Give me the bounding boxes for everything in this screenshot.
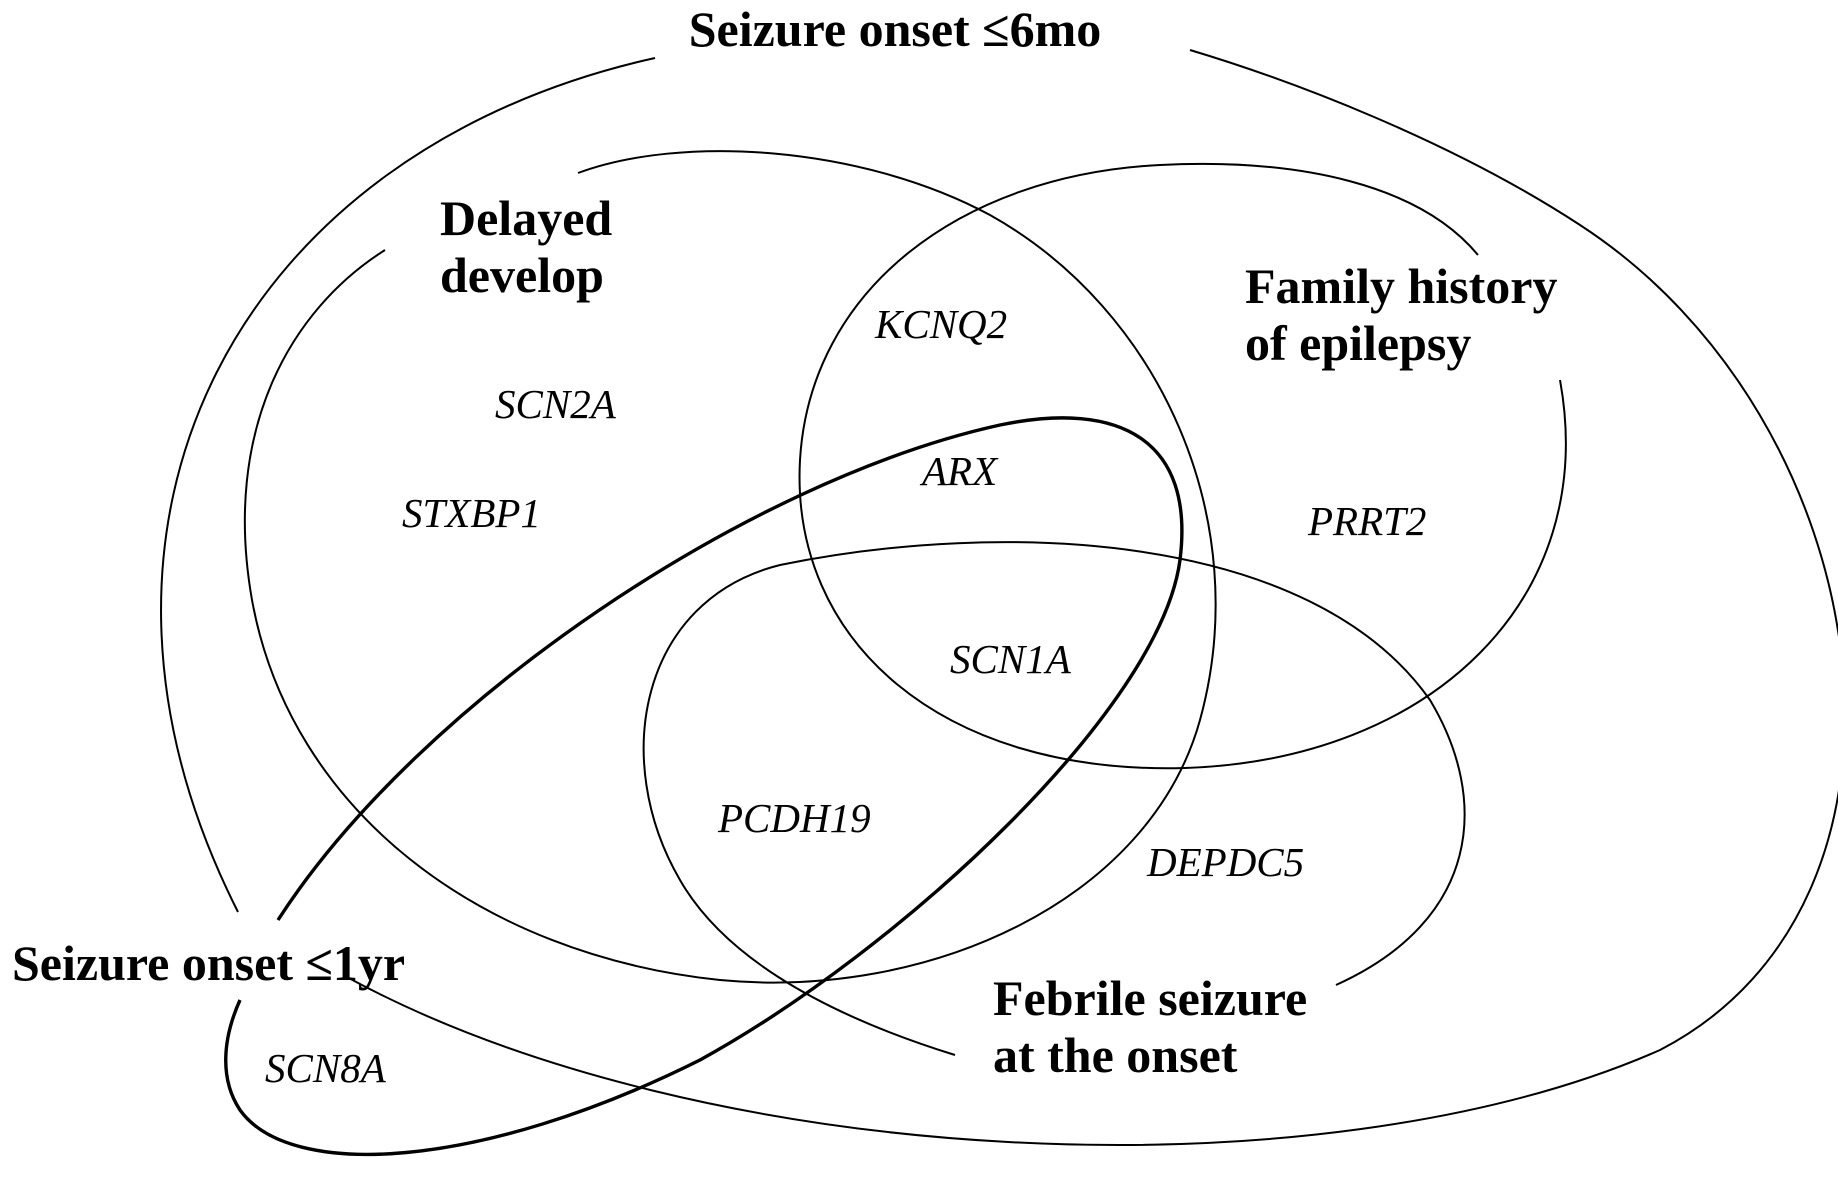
- gene-scn8a: SCN8A: [265, 1045, 387, 1091]
- label-febrile-line2: at the onset: [993, 1027, 1238, 1083]
- gene-scn2a: SCN2A: [495, 381, 617, 427]
- gene-pcdh19: PCDH19: [717, 795, 871, 841]
- gene-kcnq2: KCNQ2: [874, 301, 1007, 347]
- label-onset-1yr: Seizure onset ≤1yr: [12, 935, 405, 991]
- label-family-history-line1: Family history: [1245, 258, 1557, 314]
- label-onset-6mo: Seizure onset ≤6mo: [689, 1, 1102, 57]
- label-delayed-develop-line1: Delayed: [440, 190, 612, 246]
- label-febrile-line1: Febrile seizure: [993, 970, 1307, 1026]
- set-outline-delayed-develop: [243, 150, 1217, 984]
- gene-depdc5: DEPDC5: [1146, 839, 1304, 885]
- label-delayed-develop-line2: develop: [440, 247, 604, 303]
- set-outline-febrile: [642, 541, 1466, 1056]
- gene-stxbp1: STXBP1: [402, 490, 541, 536]
- set-outline-onset-1yr: [224, 416, 1184, 1156]
- set-outline-family-history: [798, 162, 1567, 770]
- set-outline-onset-6mo: [160, 57, 656, 913]
- gene-scn1a: SCN1A: [950, 636, 1072, 682]
- label-family-history-line2: of epilepsy: [1245, 315, 1471, 371]
- set-outline-onset-6mo-lower: [344, 49, 1838, 1146]
- gene-arx: ARX: [919, 448, 999, 494]
- gene-prrt2: PRRT2: [1307, 498, 1426, 544]
